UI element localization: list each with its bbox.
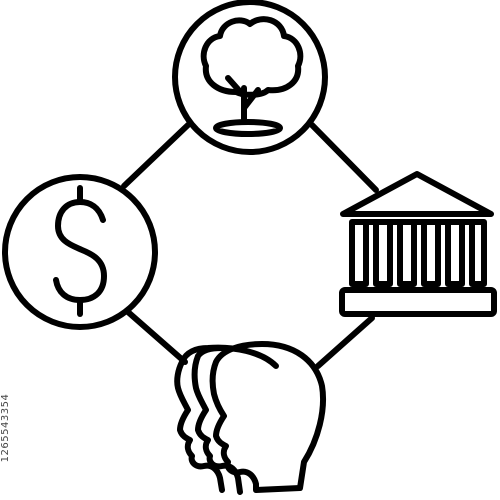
head-front	[209, 341, 327, 493]
bank-column-3	[397, 219, 417, 287]
bank-column-5	[445, 219, 465, 287]
dollar-sign-s	[53, 199, 107, 303]
head-middle	[191, 345, 243, 495]
tree-crown	[200, 16, 304, 98]
bank-column-1	[349, 219, 369, 287]
bank-base	[339, 287, 497, 317]
bank-column-2	[373, 219, 393, 287]
people-heads-icon	[174, 341, 327, 495]
dollar-icon	[2, 174, 158, 330]
tree-icon	[172, 0, 328, 155]
connector-lines	[121, 122, 379, 369]
bank-building-icon	[339, 171, 497, 317]
dollar-circle	[2, 174, 158, 330]
bank-pediment	[340, 171, 494, 217]
connector-tree-dollar	[121, 122, 191, 189]
bank-column-4	[421, 219, 441, 287]
tree-ground	[213, 119, 283, 137]
connector-bank-people	[315, 315, 375, 369]
connector-dollar-people	[125, 309, 188, 365]
tree-circle	[172, 0, 328, 155]
connector-tree-bank	[309, 122, 379, 193]
tree-trunk	[225, 75, 261, 125]
bank-column-6	[469, 219, 487, 287]
side-code-text: 1265543354	[0, 393, 11, 463]
